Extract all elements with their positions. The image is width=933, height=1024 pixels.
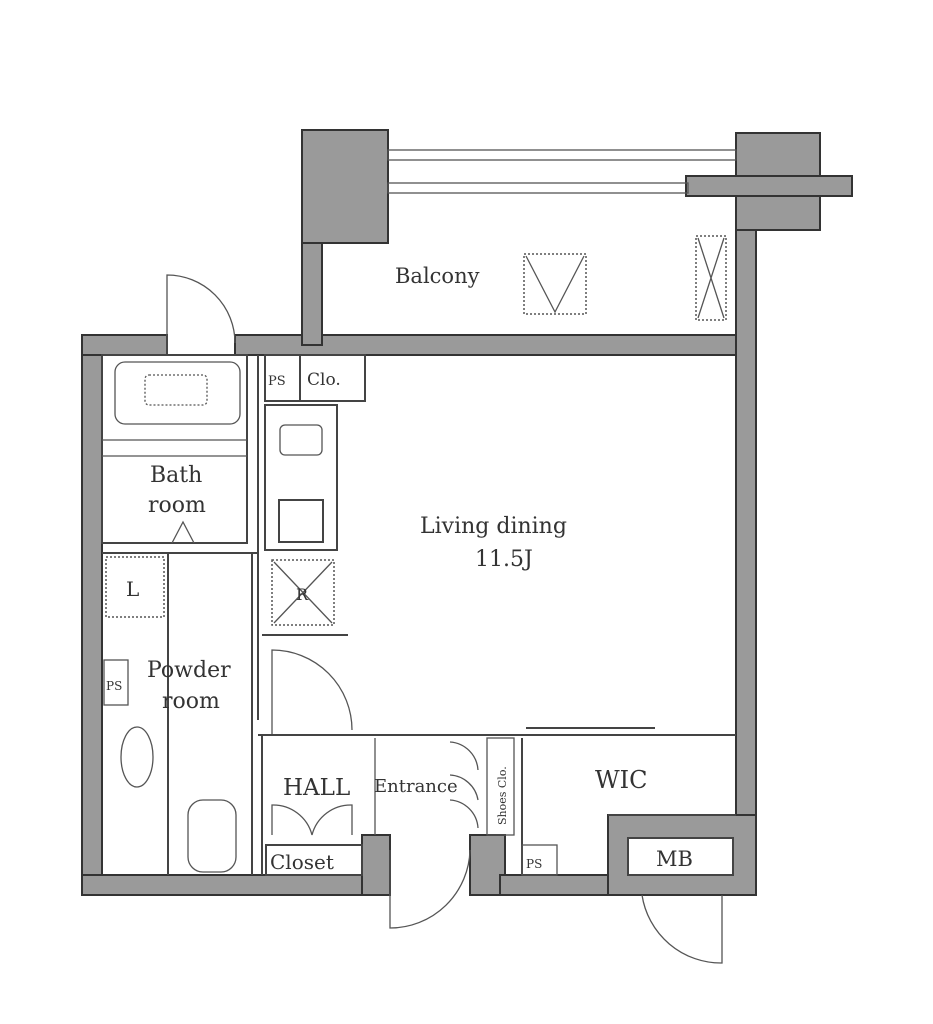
label-ps-2: PS bbox=[106, 679, 122, 693]
label-mb: MB bbox=[656, 847, 693, 871]
balcony-hatch-1 bbox=[523, 253, 587, 315]
label-clo: Clo. bbox=[307, 370, 341, 390]
stove bbox=[278, 499, 324, 543]
label-fridge: R bbox=[296, 585, 309, 604]
label-bath-2: room bbox=[148, 493, 206, 518]
label-balcony: Balcony bbox=[395, 264, 480, 288]
label-entrance: Entrance bbox=[374, 776, 458, 797]
label-powder-1: Powder bbox=[147, 658, 231, 683]
label-closet: Closet bbox=[270, 850, 334, 874]
balcony-hatch-2-cross bbox=[697, 237, 725, 319]
meter-box-door bbox=[641, 894, 723, 964]
walls bbox=[81, 129, 853, 896]
kitchen-counter bbox=[264, 404, 338, 551]
label-hall: HALL bbox=[283, 775, 350, 801]
label-ps-1: PS bbox=[268, 374, 286, 389]
label-laundry: L bbox=[126, 577, 139, 601]
balcony-hatch-1-mark bbox=[525, 255, 585, 314]
label-ps-3: PS bbox=[526, 857, 542, 871]
balcony-railing bbox=[387, 149, 737, 194]
balcony-hatch-2 bbox=[695, 235, 727, 321]
label-bath-1: Bath bbox=[150, 463, 202, 488]
fridge-space bbox=[271, 559, 335, 626]
closet-doors bbox=[271, 804, 353, 838]
label-living-size: 11.5J bbox=[475, 547, 533, 572]
meter-box bbox=[627, 837, 734, 876]
bath-window-door bbox=[166, 274, 236, 355]
label-wic: WIC bbox=[595, 766, 648, 794]
entry-door bbox=[389, 849, 471, 929]
shoe-closet-doors bbox=[449, 741, 479, 829]
bathtub bbox=[114, 361, 241, 425]
label-living: Living dining bbox=[420, 514, 567, 539]
laundry-space bbox=[105, 556, 165, 618]
living-door bbox=[271, 649, 353, 735]
label-powder-2: room bbox=[162, 689, 220, 714]
label-shoes-clo: Shoes Clo. bbox=[496, 766, 509, 825]
washbasin bbox=[120, 726, 154, 788]
toilet bbox=[187, 799, 237, 873]
kitchen-sink bbox=[279, 424, 323, 456]
interior-partitions bbox=[101, 354, 736, 964]
